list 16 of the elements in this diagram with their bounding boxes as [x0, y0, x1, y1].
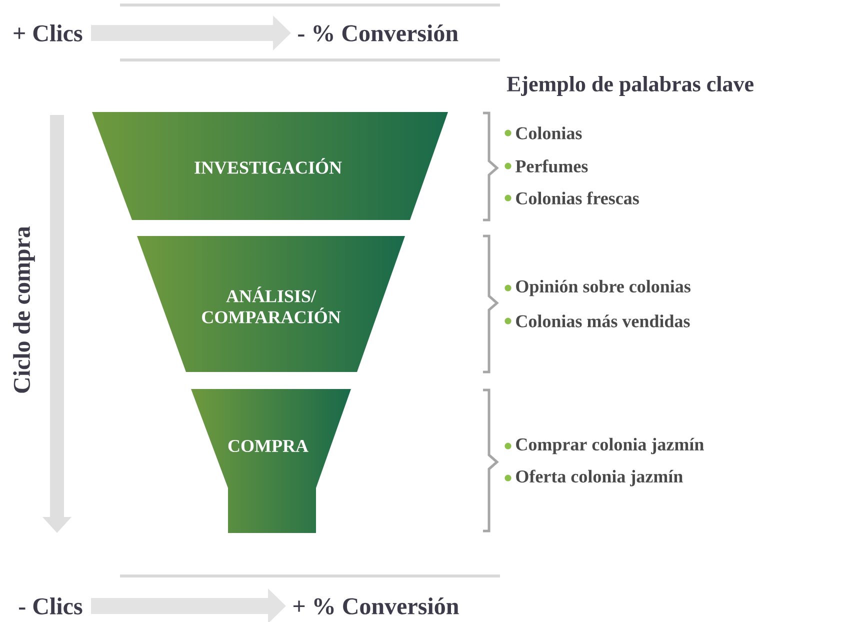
funnel-stage: COMPRA — [228, 440, 308, 452]
funnel-stage: INVESTIGACIÓN — [194, 158, 342, 174]
heading-text: - Clics — [19, 598, 82, 614]
keyword: Colonias — [516, 126, 582, 140]
keyword: Oferta colonia jazmín — [516, 470, 683, 486]
heading-text: - % Conversión — [298, 24, 458, 42]
keyword: Comprar colonia jazmín — [516, 438, 704, 454]
heading-text: + % Conversión — [293, 598, 459, 614]
keyword: Perfumes — [516, 160, 588, 172]
axis-label: Ciclo de compra — [13, 226, 35, 393]
keyword: Colonias más vendidas — [516, 314, 690, 328]
keyword: Opinión sobre colonias — [516, 280, 690, 296]
keyword: Colonias frescas — [516, 192, 639, 204]
heading-text: + Clics — [14, 24, 82, 42]
funnel-stage: ANÁLISIS/ COMPARACIÓN — [202, 286, 341, 324]
list-heading: Ejemplo de palabras clave — [506, 76, 754, 96]
